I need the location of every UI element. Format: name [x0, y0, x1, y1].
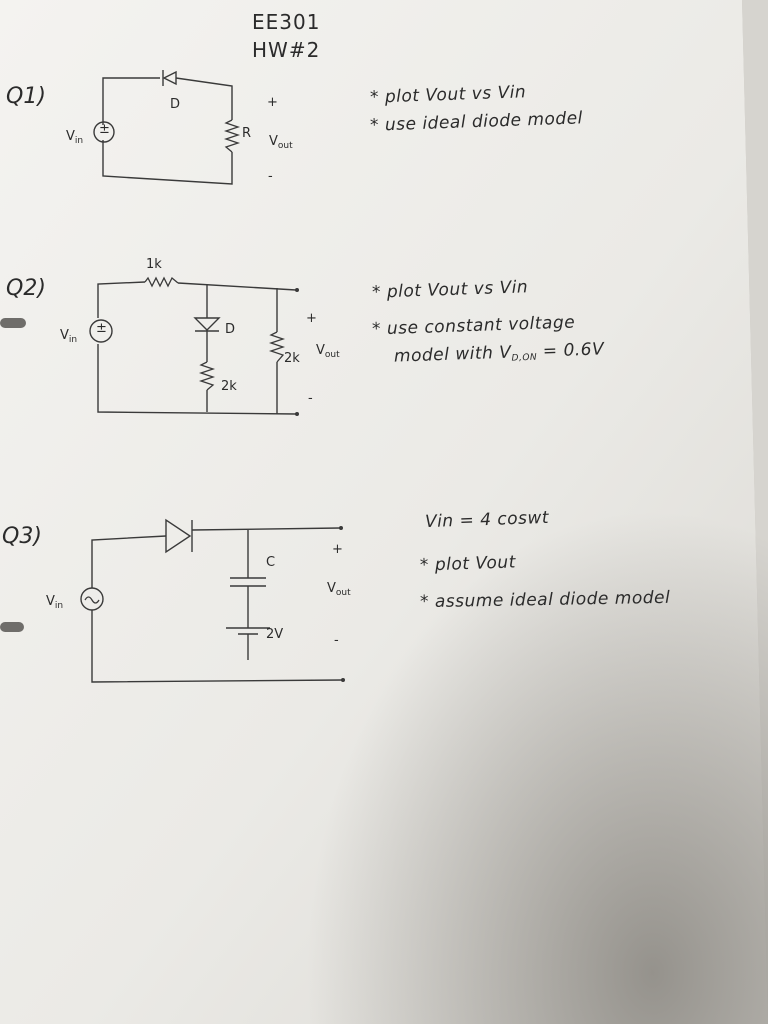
q3-vout-label: Vout [327, 581, 351, 598]
q3-ac-source [80, 587, 104, 611]
q3-output-terminal-bottom [341, 678, 345, 682]
q2-series-resistor-symbol [144, 276, 179, 288]
q2-output-terminal-top [295, 288, 299, 292]
q3-vin-label: Vin [46, 594, 64, 611]
q2-diode-resistor-symbol [198, 361, 216, 391]
q3-label: Q3) [2, 524, 42, 549]
q3-plus: + [332, 542, 343, 557]
q3-diode-symbol [165, 518, 193, 554]
q3-battery-symbol [226, 627, 270, 635]
q2-plus: + [306, 311, 317, 326]
q1-resistor-label: R [242, 126, 252, 141]
binder-rings [0, 318, 26, 632]
q3-output-terminal-top [339, 526, 343, 530]
q3-capacitor-label: C [266, 555, 276, 570]
q3-note-model: * assume ideal diode model [419, 587, 671, 613]
q1-diode-symbol [162, 70, 177, 86]
q2-vin-label: Vin [60, 328, 78, 345]
q2-series-resistor-label: 1k [146, 257, 162, 272]
q3-note-vin: Vin = 4 coswt [424, 507, 550, 533]
q2-voltage-source [89, 319, 113, 343]
q2-diode-symbol [193, 317, 221, 332]
q1-minus: - [268, 169, 273, 184]
q2-source-polarity: ± [96, 321, 107, 336]
q3-note-plot: * plot Vout [419, 552, 517, 576]
q3-minus: - [334, 633, 339, 648]
q3-ac-tilde-icon [84, 596, 100, 604]
q3-capacitor-symbol [230, 577, 266, 587]
q2-diode-label: D [225, 322, 236, 337]
q2-label: Q2) [6, 276, 46, 301]
q2-load-resistor-label: 2k [284, 351, 300, 366]
q2-output-terminal-bottom [295, 412, 299, 416]
q1-vin-label: Vin [66, 129, 84, 146]
q1-diode-label: D [170, 97, 181, 112]
q2-diode-resistor-label: 2k [221, 379, 237, 394]
q1-resistor-symbol [223, 119, 241, 153]
q3-battery-label: 2V [266, 627, 284, 642]
homework-number: HW#2 [252, 38, 321, 62]
q1-label: Q1) [6, 84, 46, 109]
q1-voltage-source [93, 121, 115, 143]
q2-load-resistor-symbol [268, 331, 286, 363]
q1-plus: + [267, 95, 278, 110]
q2-minus: - [308, 391, 313, 406]
q2-vout-label: Vout [316, 343, 340, 360]
course-title: EE301 [252, 10, 321, 34]
q1-source-polarity: ± [99, 122, 110, 137]
q1-vout-label: Vout [269, 134, 293, 151]
